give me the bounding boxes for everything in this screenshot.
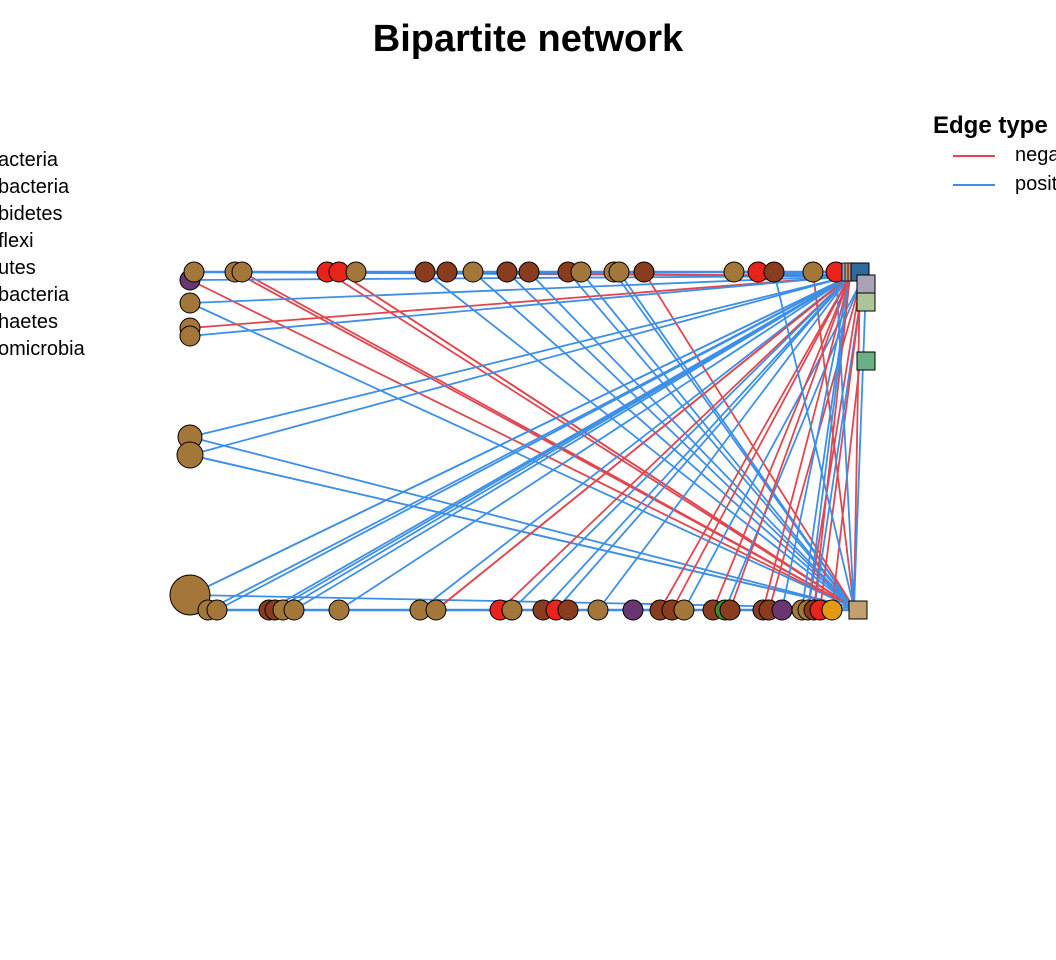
- positive-edge: [189, 594, 855, 609]
- taxon-node[interactable]: [587, 599, 609, 621]
- sample-node[interactable]: [856, 274, 876, 294]
- legend-item: flexi: [0, 230, 34, 252]
- legend-item-positive: positive: [933, 171, 1056, 198]
- positive-edge: [801, 275, 851, 611]
- legend-label: positive: [1015, 173, 1056, 195]
- taxon-node[interactable]: [206, 599, 228, 621]
- negative-edge: [671, 275, 851, 611]
- taxon-node[interactable]: [328, 599, 350, 621]
- negative-edge: [326, 271, 855, 609]
- taxon-node[interactable]: [179, 292, 201, 314]
- positive-edge: [853, 283, 867, 609]
- negative-edge: [729, 275, 851, 611]
- negative-edge: [712, 275, 851, 611]
- positive-edge: [813, 301, 861, 611]
- positive-edge: [567, 271, 855, 609]
- negative-edge: [819, 301, 861, 611]
- negative-edge: [643, 271, 855, 609]
- legend-label: negative: [1015, 144, 1056, 166]
- taxon-node[interactable]: [821, 599, 843, 621]
- positive-line-swatch: [953, 183, 995, 186]
- taxon-node[interactable]: [496, 261, 518, 283]
- positive-edge: [472, 271, 855, 609]
- negative-edge: [338, 271, 855, 609]
- positive-edge: [293, 275, 851, 611]
- edge-legend: Edge type negative positive: [933, 112, 1056, 198]
- taxon-node[interactable]: [283, 599, 305, 621]
- positive-edge: [683, 283, 861, 611]
- negative-edge: [831, 360, 861, 611]
- taxon-node[interactable]: [462, 261, 484, 283]
- taxon-node[interactable]: [436, 261, 458, 283]
- taxon-node[interactable]: [425, 599, 447, 621]
- negative-edge: [189, 275, 851, 329]
- positive-edge: [506, 271, 855, 609]
- taxon-node[interactable]: [176, 441, 204, 469]
- positive-edge: [189, 275, 851, 596]
- sample-node[interactable]: [848, 600, 868, 620]
- positive-edge: [189, 302, 855, 609]
- legend-item: haetes: [0, 311, 59, 333]
- positive-edge: [419, 275, 851, 611]
- taxon-node[interactable]: [763, 261, 785, 283]
- legend-item: omicrobia: [0, 338, 85, 360]
- legend-item: acteria: [0, 149, 59, 171]
- negative-line-swatch: [953, 154, 995, 157]
- taxon-node[interactable]: [231, 261, 253, 283]
- positive-edge: [338, 275, 851, 611]
- negative-edge: [762, 275, 851, 611]
- legend-item-negative: negative: [933, 142, 1056, 169]
- taxon-node[interactable]: [719, 599, 741, 621]
- positive-edge: [580, 271, 855, 609]
- positive-edge: [542, 275, 851, 611]
- taxon-node[interactable]: [802, 261, 824, 283]
- negative-edge: [853, 271, 861, 609]
- positive-edge: [216, 275, 851, 611]
- taxon-node[interactable]: [414, 261, 436, 283]
- taxon-node[interactable]: [771, 599, 793, 621]
- sample-node[interactable]: [856, 292, 876, 312]
- taxon-node[interactable]: [723, 261, 745, 283]
- nodes-layer: [169, 261, 876, 621]
- positive-edge: [807, 275, 851, 611]
- negative-edge: [499, 275, 851, 611]
- taxon-node[interactable]: [518, 261, 540, 283]
- positive-edge: [282, 275, 851, 611]
- taxon-node[interactable]: [183, 261, 205, 283]
- taxon-node[interactable]: [501, 599, 523, 621]
- taxon-node[interactable]: [557, 599, 579, 621]
- taxon-node[interactable]: [633, 261, 655, 283]
- edge-legend-title: Edge type: [933, 112, 1048, 139]
- taxon-node[interactable]: [345, 261, 367, 283]
- chart-title: Bipartite network: [372, 18, 684, 60]
- positive-edge: [189, 275, 851, 438]
- negative-edge: [241, 271, 855, 609]
- positive-edge: [597, 275, 851, 611]
- taxon-node[interactable]: [179, 325, 201, 347]
- negative-edge: [807, 283, 861, 611]
- taxon-node[interactable]: [622, 599, 644, 621]
- edges-layer: [189, 270, 867, 612]
- legend-item: utes: [0, 257, 36, 279]
- negative-edge: [813, 275, 851, 611]
- legend-item: bidetes: [0, 203, 63, 225]
- positive-edge: [835, 271, 855, 609]
- node-legend: acteria bacteria bidetes flexi utes bact…: [0, 147, 85, 363]
- negative-edge: [189, 279, 855, 609]
- positive-edge: [528, 271, 855, 609]
- positive-edge: [189, 436, 855, 609]
- taxon-node[interactable]: [570, 261, 592, 283]
- taxon-node[interactable]: [673, 599, 695, 621]
- taxon-node[interactable]: [608, 261, 630, 283]
- legend-item: bacteria: [0, 176, 70, 198]
- positive-edge: [189, 275, 851, 337]
- sample-node[interactable]: [856, 351, 876, 371]
- positive-edge: [424, 271, 855, 609]
- positive-edge: [555, 275, 851, 611]
- negative-edge: [659, 275, 851, 611]
- positive-edge: [189, 275, 851, 456]
- positive-edge: [773, 271, 855, 609]
- legend-item: bacteria: [0, 284, 70, 306]
- positive-edge: [511, 275, 851, 611]
